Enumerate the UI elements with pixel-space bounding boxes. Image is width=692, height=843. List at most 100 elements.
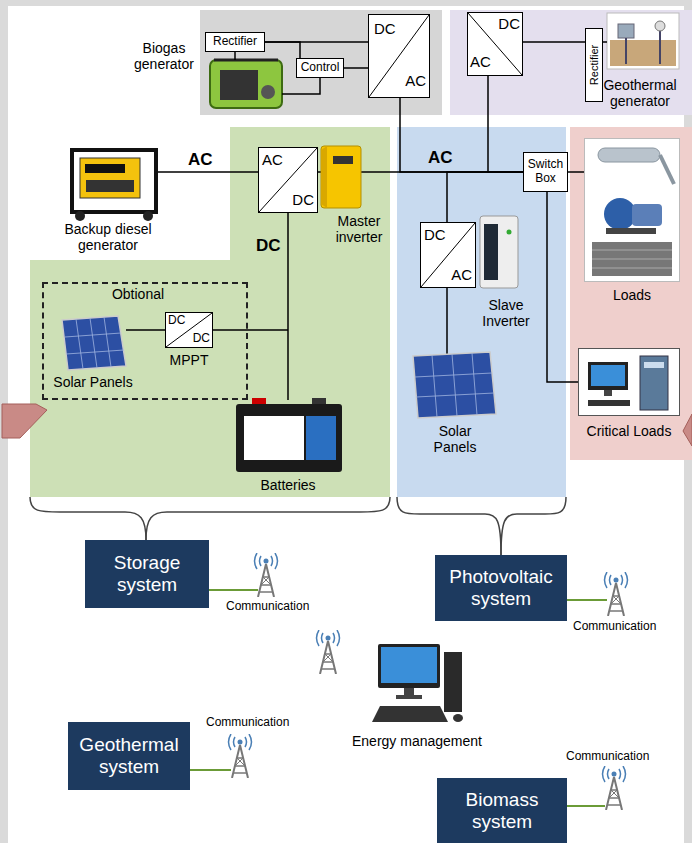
brace	[146, 497, 390, 540]
geothermal-generator-picture	[607, 13, 679, 69]
geothermal-generator-picture	[625, 38, 627, 64]
wire-connector	[447, 172, 523, 222]
system-box: Biomass system	[437, 778, 567, 843]
computer-picture	[381, 647, 437, 683]
communication-link	[567, 599, 607, 601]
master-inverter-picture	[321, 146, 327, 208]
slave-inverter-picture	[480, 216, 518, 288]
converter-box: DCAC	[420, 222, 476, 288]
critical-loads-pictures	[644, 362, 664, 368]
biogas-wire	[235, 52, 320, 94]
converter-diagonal	[468, 13, 522, 75]
converter-diagonal	[421, 223, 475, 287]
device-caption: Slave Inverter	[470, 297, 542, 329]
communication-link	[209, 589, 258, 591]
diesel-generator-picture	[143, 211, 153, 221]
signal-label: AC	[428, 148, 458, 168]
device-caption: Master inverter	[328, 213, 390, 245]
diesel-generator-picture	[75, 211, 85, 221]
node-label: DC	[374, 20, 402, 37]
node-label: Switch Box	[526, 158, 565, 186]
node-label: Rectifier	[208, 35, 262, 49]
battery-picture	[252, 398, 266, 405]
loads-pictures	[592, 242, 672, 276]
mppt-wire	[213, 329, 288, 331]
device-caption: Solar Panels	[46, 374, 140, 390]
computer-picture	[378, 644, 440, 688]
solar-panel-picture	[415, 373, 492, 377]
optional-solar-panel-picture	[62, 316, 126, 370]
geothermal-generator-picture	[655, 21, 665, 31]
computer-picture	[404, 688, 414, 696]
wire-connector	[265, 42, 300, 58]
loads-pictures	[606, 228, 656, 234]
brace	[501, 497, 566, 555]
communication-link	[190, 769, 231, 771]
pointer-arrow	[2, 404, 692, 446]
device-caption: Energy management	[352, 733, 502, 749]
biogas-wire	[282, 78, 320, 94]
wire-connector	[400, 98, 523, 172]
optional-solar-panel-picture	[65, 333, 121, 337]
system-box: Photovoltaic system	[435, 555, 567, 621]
critical-loads-pictures	[588, 400, 630, 406]
node-label: Storage system	[91, 552, 203, 596]
geothermal-generator-picture	[607, 13, 679, 69]
tower-icon	[603, 766, 626, 810]
slave-inverter-picture	[480, 216, 518, 288]
device-caption: Solar Panels	[418, 423, 492, 455]
solar-panel-picture	[413, 352, 496, 418]
computer-picture	[372, 644, 463, 722]
optional-solar-panel-picture	[62, 316, 126, 370]
converter-box: DCAC	[368, 14, 430, 98]
mppt-wire	[126, 329, 288, 331]
converter-diagonal	[259, 148, 317, 212]
communication-label: Communication	[206, 716, 298, 730]
master-inverter-picture	[333, 156, 353, 164]
node-label: AC	[262, 151, 290, 168]
loads-pictures	[660, 155, 674, 184]
critical-loads-pictures	[591, 365, 625, 386]
device-caption: Loads	[588, 287, 676, 303]
device-caption: Critical Loads	[574, 423, 684, 439]
loads-pictures	[598, 148, 660, 162]
critical-loads-pictures	[588, 356, 668, 410]
communication-link	[190, 590, 607, 806]
critical-loads-pictures	[588, 362, 628, 390]
pv-band: Slave InverterSolar Panels Switch BoxDCAC	[397, 127, 566, 497]
computer-picture	[396, 695, 422, 699]
device-caption: Batteries	[250, 477, 326, 493]
optional-solar-panel-picture	[90, 318, 97, 368]
converter-diagonal	[166, 313, 212, 347]
wire-connector	[523, 41, 585, 43]
biogas-wire	[234, 52, 236, 60]
loads-pictures	[632, 204, 662, 226]
diesel-generator-picture	[86, 180, 134, 192]
wire-connector	[344, 67, 368, 69]
communication-label: Communication	[573, 620, 665, 634]
brace	[397, 497, 501, 555]
loads-pictures	[592, 268, 672, 269]
node-label: AC	[446, 266, 472, 283]
pointer-arrow	[2, 404, 47, 438]
device-caption: Backup diesel generator	[56, 221, 160, 253]
pv-wire	[446, 288, 448, 354]
solar-panel-picture	[416, 393, 494, 397]
wire-connector	[547, 192, 578, 382]
loads-band	[570, 127, 692, 460]
solar-panel-picture	[472, 353, 477, 415]
signal-label: DC	[256, 236, 284, 256]
biogas-generator-picture	[210, 60, 282, 108]
computer-picture	[372, 706, 448, 722]
master-inverter-picture	[321, 146, 361, 208]
node-label: Geothermal system	[74, 734, 184, 778]
optional-solar-panel-picture	[66, 350, 124, 354]
battery-picture	[244, 416, 304, 460]
diesel-generator-picture	[85, 164, 125, 173]
geothermal-generator-picture	[659, 30, 661, 64]
node-label: DC	[189, 332, 210, 346]
pointer-arrow	[683, 414, 692, 446]
battery-picture	[306, 416, 336, 460]
battery-wire	[287, 213, 289, 400]
